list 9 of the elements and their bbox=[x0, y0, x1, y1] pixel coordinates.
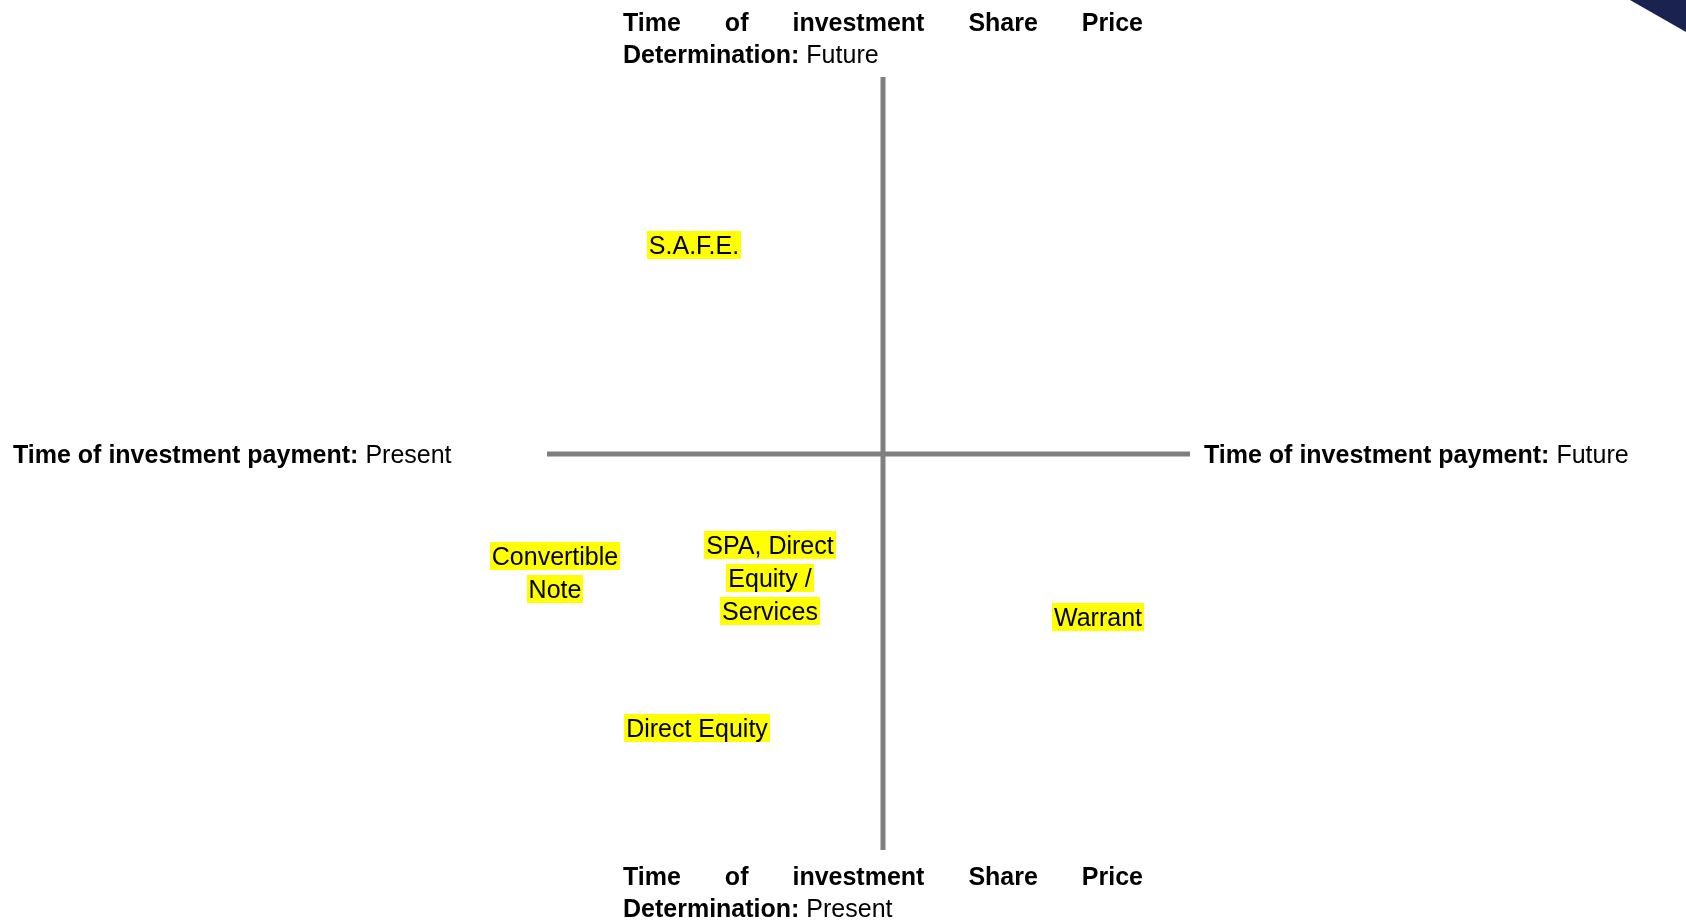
axis-label: Time of investment Share Price Determination: Future bbox=[623, 7, 1143, 70]
instrument-label: Convertible Note bbox=[488, 541, 622, 605]
axis-label: Time of investment payment: Future bbox=[1204, 439, 1630, 470]
instrument-label: S.A.F.E. bbox=[645, 229, 743, 261]
instrument-label: SPA, Direct Equity / Services bbox=[703, 529, 837, 627]
instrument-label: Direct Equity bbox=[623, 712, 771, 744]
axis-label: Time of investment payment: Present bbox=[13, 439, 453, 470]
axis-label: Time of investment Share Price Determination: Present bbox=[623, 861, 1143, 923]
instrument-label: Warrant bbox=[1051, 601, 1145, 633]
